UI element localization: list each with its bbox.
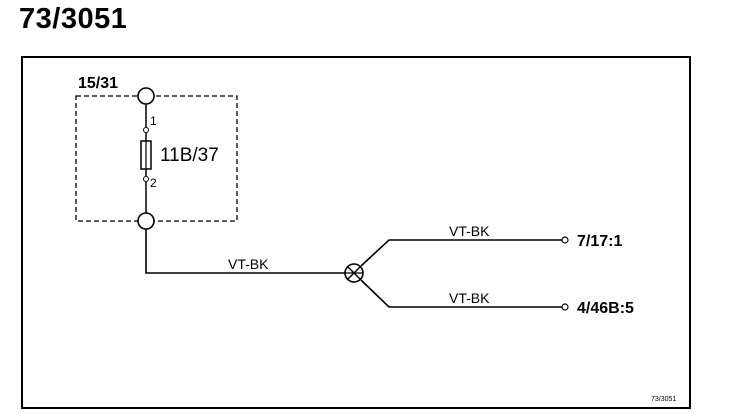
terminal-lower-label: 4/46B:5 <box>577 300 634 317</box>
branch-upper-wire <box>360 239 562 267</box>
terminal-lower-end <box>561 303 569 311</box>
terminal-upper-label: 7/17:1 <box>577 233 622 250</box>
pin-1-terminal <box>143 127 149 133</box>
splice-icon <box>344 263 364 283</box>
branch-upper-label: VT-BK <box>449 223 490 239</box>
component-enclosure <box>75 95 238 222</box>
pin-1-label: 1 <box>150 114 157 128</box>
pin-2-label: 2 <box>150 176 157 190</box>
footer-reference: 73/3051 <box>651 396 676 403</box>
supply-label: 15/31 <box>78 75 118 92</box>
diagram-frame <box>21 56 691 409</box>
main-wire-label: VT-BK <box>228 256 269 272</box>
pin-2-terminal <box>143 176 149 182</box>
main-wire <box>145 229 345 274</box>
branch-lower-label: VT-BK <box>449 290 490 306</box>
page-title: 73/3051 <box>19 3 128 35</box>
branch-lower-wire <box>360 279 562 308</box>
fuse-label: 11B/37 <box>160 145 219 166</box>
bottom-connector <box>137 212 155 230</box>
top-connector <box>137 87 155 105</box>
terminal-upper-end <box>561 236 569 244</box>
